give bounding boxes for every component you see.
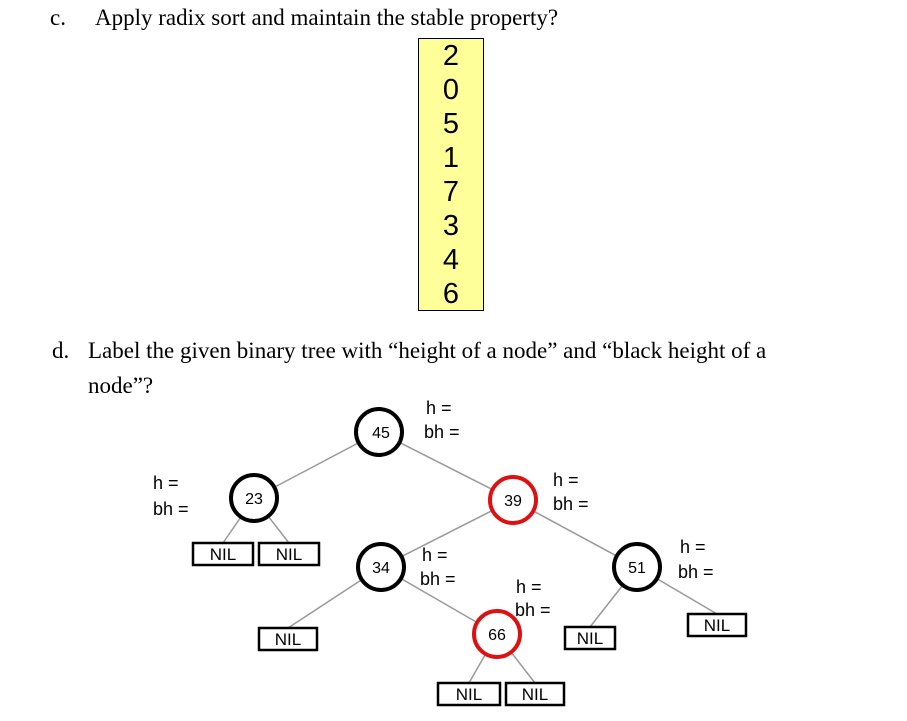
svg-text:NIL: NIL [522, 685, 548, 704]
radix-digit: 6 [442, 278, 460, 310]
nil-edge-66-5 [468, 653, 487, 684]
node-value: 23 [245, 491, 263, 508]
part-c-letter: c. [50, 5, 66, 30]
node-value: 45 [372, 425, 390, 442]
node-circle [356, 542, 406, 592]
svg-text:NIL: NIL [275, 630, 301, 649]
node-23-h-label: h = [153, 473, 179, 493]
node-value: 39 [504, 493, 522, 510]
part-d-question-line2: node”? [88, 373, 154, 398]
svg-text:NIL: NIL [210, 545, 236, 564]
node-66-bh-label: bh = [515, 600, 551, 620]
node-circle [612, 542, 662, 592]
node-34-h-label: h = [422, 545, 448, 565]
radix-digit: 4 [442, 244, 460, 276]
tree-node-23: 23 [229, 473, 279, 523]
radix-digit: 3 [442, 210, 460, 242]
node-value: 51 [628, 560, 646, 577]
nil-edge-51-3 [589, 584, 624, 628]
node-39-bh-label: bh = [553, 494, 589, 514]
node-23-bh-label: bh = [153, 499, 189, 519]
nil-edges [222, 515, 718, 684]
node-circle [354, 407, 404, 457]
nil-edge-34-2 [287, 578, 363, 629]
node-51-bh-label: bh = [678, 562, 714, 582]
radix-digit: 0 [442, 74, 460, 106]
radix-input-box: 2 0 5 1 7 3 4 6 [418, 38, 484, 311]
node-value: 66 [488, 627, 506, 644]
nil-leaf-23-right: NIL [257, 541, 321, 567]
tree-edges [273, 441, 618, 624]
radix-digit: 5 [442, 108, 460, 140]
nil-leaf-66-left: NIL [436, 681, 502, 707]
tree-node-66: 66 [472, 609, 522, 659]
tree-edge-45-23 [273, 442, 360, 488]
tree-edge-39-34 [401, 509, 493, 558]
radix-digit-list: 2 0 5 1 7 3 4 6 [419, 39, 483, 311]
svg-text:NIL: NIL [456, 685, 482, 704]
radix-digit: 7 [442, 176, 460, 208]
tree-edge-45-39 [399, 441, 493, 491]
nil-leaf-51-right: NIL [686, 612, 748, 638]
svg-text:NIL: NIL [704, 616, 730, 635]
node-45-h-label: h = [426, 398, 452, 418]
tree-edge-39-51 [532, 510, 618, 557]
nil-leaf-34-left: NIL [257, 626, 319, 652]
nil-edge-66-6 [510, 651, 536, 684]
nil-leaf-23-left: NIL [191, 541, 255, 567]
part-c-question: Apply radix sort and maintain the stable… [95, 5, 559, 30]
nil-edge-23-1 [267, 515, 290, 544]
tree-node-45: 45 [354, 407, 404, 457]
nil-leaf-66-right: NIL [504, 681, 566, 707]
nil-edge-23-0 [222, 516, 242, 544]
part-d-question-line1: Label the given binary tree with “height… [88, 338, 767, 363]
tree-node-34: 34 [356, 542, 406, 592]
tree-node-51: 51 [612, 542, 662, 592]
radix-digit: 2 [442, 40, 460, 72]
svg-text:NIL: NIL [276, 545, 302, 564]
part-d-letter: d. [52, 338, 70, 363]
node-66-h-label: h = [516, 577, 542, 597]
node-39-h-label: h = [553, 470, 579, 490]
tree-node-39: 39 [488, 475, 538, 525]
tree-edge-34-66 [400, 577, 478, 624]
node-51-h-label: h = [680, 537, 706, 557]
node-value: 34 [372, 560, 390, 577]
node-circle [229, 473, 279, 523]
nil-edge-51-4 [656, 578, 718, 615]
node-circle [488, 475, 538, 525]
node-circle [472, 609, 522, 659]
nil-leaf-51-left: NIL [563, 625, 617, 651]
svg-text:NIL: NIL [577, 629, 603, 648]
node-34-bh-label: bh = [420, 569, 456, 589]
node-45-bh-label: bh = [424, 422, 460, 442]
radix-digit: 1 [442, 142, 460, 174]
